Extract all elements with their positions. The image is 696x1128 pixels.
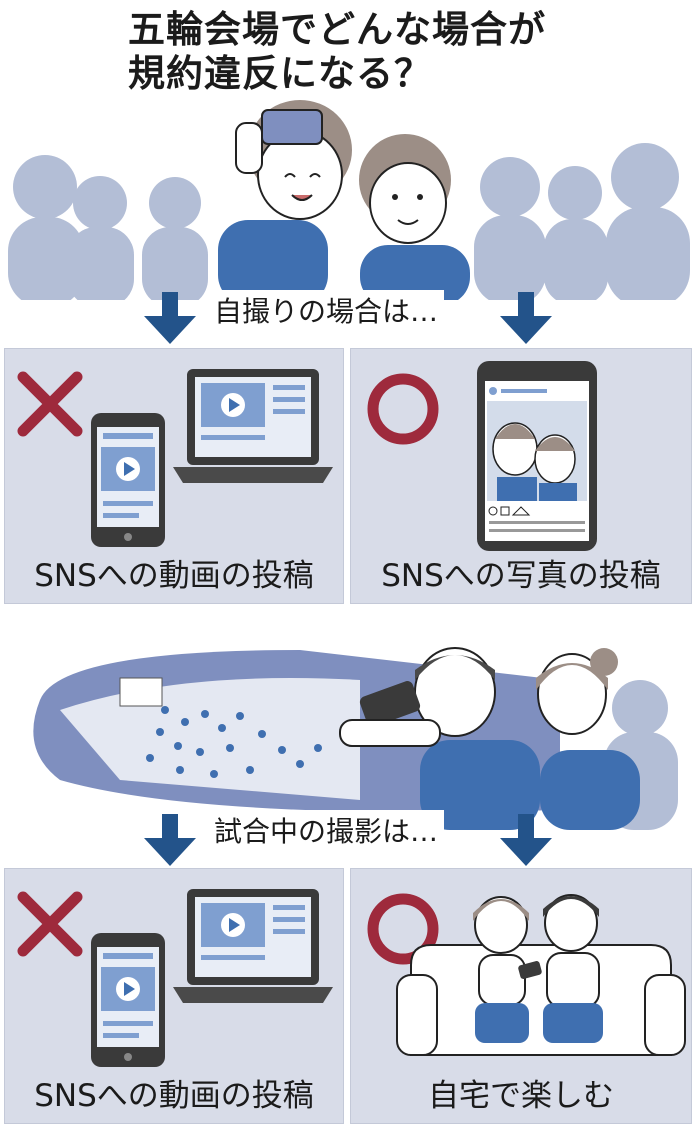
title-line-2: 規約違反になる？ [128, 52, 432, 95]
stadium-scene-illustration [33, 647, 678, 830]
cross-icon [17, 891, 83, 957]
playing-field [60, 678, 360, 800]
laptop-icon [173, 369, 333, 483]
arrow-down-icon [500, 292, 552, 344]
selfie-scene-illustration [8, 100, 690, 300]
players [146, 706, 322, 778]
couple-on-sofa-illustration [396, 894, 686, 1056]
panel-caption: SNSへの動画の投稿 [34, 1078, 314, 1114]
spectator-man [339, 647, 540, 830]
circle-icon [367, 373, 439, 445]
goal [119, 677, 163, 707]
arrow-down-icon [144, 814, 196, 866]
panel-caption: SNSへの動画の投稿 [34, 558, 314, 594]
panel-caption: 自宅で楽しむ [428, 1078, 614, 1114]
phone-icon [261, 109, 323, 145]
smartphone-photo-icon [477, 361, 597, 551]
smartphone-icon [91, 413, 165, 547]
section-label-selfie: 自撮りの場合は… [208, 290, 445, 330]
panel-caption: SNSへの写真の投稿 [381, 558, 661, 594]
cross-icon [17, 371, 83, 437]
circle-icon [367, 893, 439, 965]
smartphone-icon [91, 933, 165, 1067]
panel-home-ok: 自宅で楽しむ [350, 868, 692, 1124]
section-label-match: 試合中の撮影は… [208, 810, 445, 850]
arrow-down-icon [500, 814, 552, 866]
phone-icon [518, 961, 542, 979]
crowd-silhouettes [8, 143, 690, 300]
spectator-woman [536, 648, 640, 830]
panel-selfie-photo-ok: SNSへの写真の投稿 [350, 348, 692, 604]
panel-selfie-video-ng: SNSへの動画の投稿 [4, 348, 344, 604]
page-title: 五輪会場でどんな場合が 規約違反になる？ [128, 8, 598, 96]
panel-match-video-ng: SNSへの動画の投稿 [4, 868, 344, 1124]
phone-icon [359, 681, 421, 727]
title-line-1: 五輪会場でどんな場合が [128, 8, 546, 51]
laptop-icon [173, 889, 333, 1003]
selfie-friend [359, 134, 470, 300]
man [543, 894, 603, 1043]
woman [473, 896, 529, 1043]
selfie-girl [218, 100, 352, 300]
arrow-down-icon [144, 292, 196, 344]
sofa [410, 944, 672, 1056]
